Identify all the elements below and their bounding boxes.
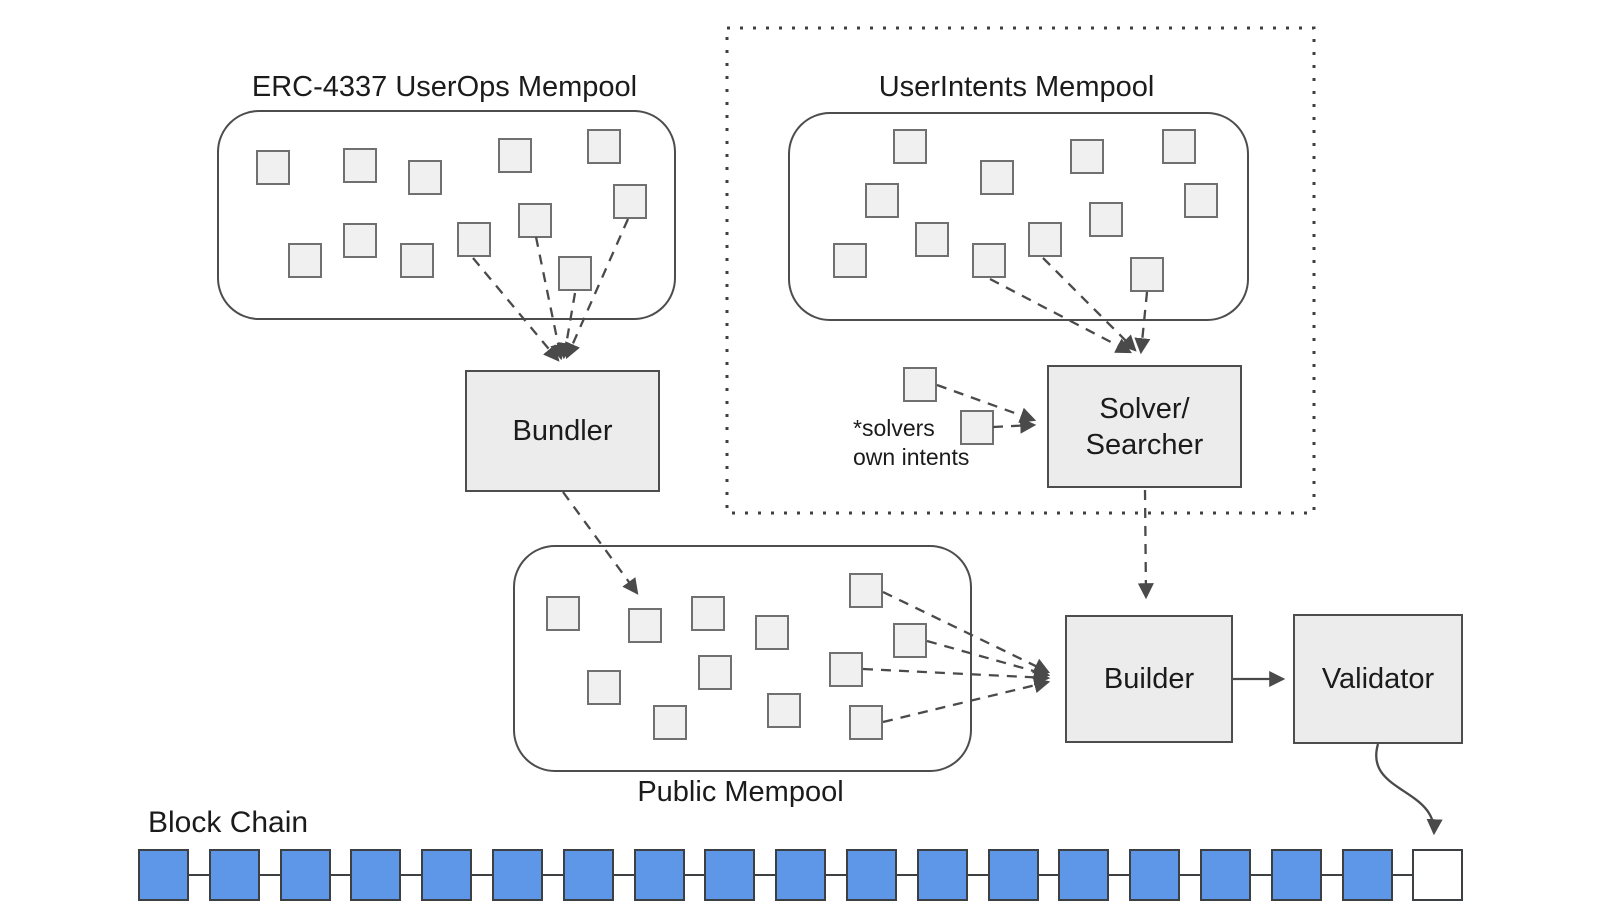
public-mempool (513, 545, 972, 772)
userop-square (558, 256, 592, 291)
chain-block (1270, 849, 1322, 901)
chain-block (987, 849, 1039, 901)
builder-node: Builder (1065, 615, 1233, 743)
bundler-node: Bundler (465, 370, 660, 492)
user-intent-square (1162, 129, 1196, 164)
chain-block (1341, 849, 1393, 901)
userop-square (408, 160, 442, 195)
solver-to-builder (1137, 489, 1154, 600)
chain-block (208, 849, 260, 901)
public-tx-square (628, 608, 662, 643)
validator-label: Validator (1321, 663, 1435, 695)
chain-block (1129, 849, 1181, 901)
chain-link (329, 874, 352, 876)
chain-link (683, 874, 706, 876)
public-tx-square (653, 705, 687, 740)
chain-link (1250, 874, 1272, 876)
userop-square (400, 243, 434, 278)
public-tx-square (849, 573, 883, 608)
public-tx-square (691, 596, 725, 631)
chain-link (1391, 874, 1414, 876)
public-tx-square (587, 670, 621, 705)
blockchain-label: Block Chain (148, 806, 309, 839)
chain-link (754, 874, 777, 876)
validator-to-new-block (1375, 743, 1443, 836)
validator-node: Validator (1293, 614, 1463, 744)
public-tx-square (546, 596, 580, 631)
chain-link (471, 874, 493, 876)
chain-link (188, 874, 210, 876)
chain-link (400, 874, 423, 876)
chain-block (279, 849, 331, 901)
chain-link (542, 874, 564, 876)
user-intent-square (1028, 222, 1062, 257)
chain-block (421, 849, 473, 901)
user-intent-square (972, 243, 1006, 278)
chain-link (1108, 874, 1131, 876)
own-intent-to-solver-2 (992, 417, 1037, 434)
userop-square (587, 129, 621, 164)
chain-block (350, 849, 402, 901)
user-intent-square (833, 243, 867, 278)
solver-own-intent-square (903, 367, 937, 402)
solvers-own-intents-note: *solvers own intents (853, 414, 969, 472)
chain-block (916, 849, 968, 901)
chain-link (1037, 874, 1060, 876)
public-mempool-title: Public Mempool (637, 776, 844, 808)
public-tx-square (849, 705, 883, 740)
note-line2: own intents (853, 444, 970, 470)
solver-searcher-node: Solver/ Searcher (1047, 365, 1242, 488)
public-tx-square (698, 655, 732, 690)
user-intent-square (980, 160, 1014, 195)
chain-block (704, 849, 756, 901)
chain-link (258, 874, 281, 876)
user-intent-square (1184, 183, 1218, 218)
public-tx-square (829, 652, 863, 687)
user-intent-square (865, 183, 899, 218)
chain-block (562, 849, 614, 901)
userintents-mempool-title: UserIntents Mempool (878, 71, 1155, 103)
user-intent-square (1130, 257, 1164, 292)
userop-square (518, 203, 552, 238)
chain-link (612, 874, 635, 876)
solver-label-line1: Solver/ (1099, 392, 1190, 425)
chain-block (846, 849, 897, 901)
userop-square (613, 184, 647, 219)
chain-block (633, 849, 685, 901)
user-intent-square (893, 129, 927, 164)
user-intent-square (1089, 202, 1123, 237)
chain-link (966, 874, 989, 876)
user-intent-square (915, 222, 949, 257)
chain-block (1058, 849, 1110, 901)
solver-label-line2: Searcher (1085, 428, 1204, 461)
chain-link (1320, 874, 1343, 876)
userops-mempool-title: ERC-4337 UserOps Mempool (251, 71, 638, 103)
chain-block (1200, 849, 1251, 901)
userop-square (498, 138, 532, 173)
user-intent-square (1070, 139, 1104, 174)
chain-link (896, 874, 918, 876)
userop-square (343, 223, 377, 258)
note-line1: *solvers (853, 415, 935, 441)
chain-link (1179, 874, 1201, 876)
bundler-label: Bundler (512, 415, 613, 447)
pending-block (1412, 849, 1464, 901)
public-tx-square (893, 623, 927, 658)
userop-square (288, 243, 322, 278)
chain-block (775, 849, 827, 901)
public-tx-square (767, 693, 801, 728)
userop-square (343, 148, 377, 183)
chain-link (825, 874, 847, 876)
userop-square (457, 222, 491, 257)
builder-label: Builder (1103, 663, 1195, 695)
chain-block (138, 849, 189, 901)
chain-block (492, 849, 543, 901)
userop-square (256, 150, 290, 185)
public-tx-square (755, 615, 789, 650)
